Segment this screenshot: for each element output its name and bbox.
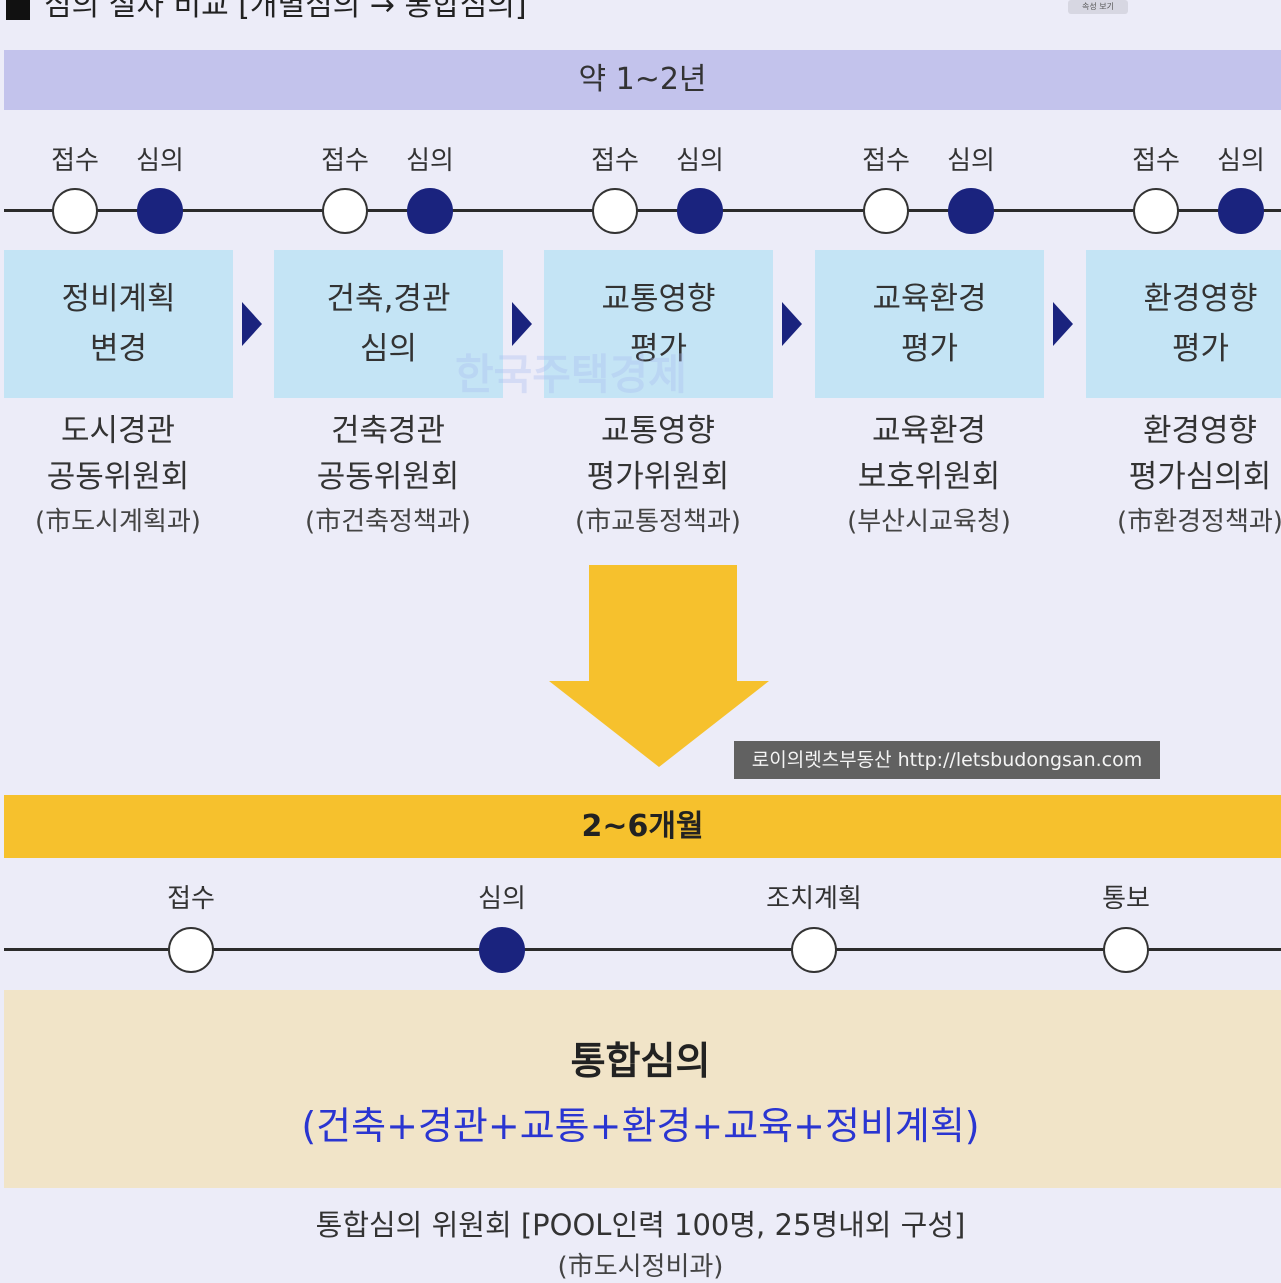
integrated-step-dot — [791, 927, 837, 973]
stage-step-label: 접수 — [591, 146, 639, 176]
credit-label: 로이의렛츠부동산 http://letsbudongsan.com — [734, 741, 1160, 779]
stage-step-label: 심의 — [676, 146, 724, 176]
integrated-step-label: 조치계획 — [766, 884, 862, 914]
committee-line: (市건축정책과) — [305, 507, 471, 537]
review-step-dot — [407, 188, 453, 234]
committee-line: 보호위원회 — [857, 459, 1001, 495]
stage-step-label: 심의 — [947, 146, 995, 176]
next-arrow-icon — [512, 302, 532, 346]
integrated-step-dot — [479, 927, 525, 973]
square-bullet-icon — [6, 0, 30, 20]
committee-line: 환경영향 — [1142, 413, 1258, 449]
receipt-step-dot — [592, 188, 638, 234]
committee-line: 평가심의회 — [1128, 459, 1272, 495]
integrated-title: 통합심의 — [570, 1039, 711, 1083]
stage-name-line: 심의 — [359, 331, 418, 367]
review-step-dot — [1218, 188, 1264, 234]
stage-name-line: 교육환경 — [872, 281, 987, 317]
integrated-step-dot — [168, 927, 214, 973]
integrated-step-dot — [1103, 927, 1149, 973]
next-arrow-icon — [782, 302, 802, 346]
integrated-subtitle: (건축+경관+교통+환경+교육+정비계획) — [301, 1104, 980, 1148]
stage-name-line: 평가 — [900, 331, 959, 367]
committee-line: 교육환경 — [871, 413, 987, 449]
stage-step-label: 접수 — [321, 146, 369, 176]
integrated-department: (市도시정비과) — [557, 1252, 724, 1282]
stage-name-line: 교통영향 — [601, 281, 716, 317]
watermark: 한국주택경제 — [455, 350, 687, 399]
integrated-timeline-line — [4, 948, 1281, 951]
integrated-committee: 통합심의 위원회 [POOL인력 100명, 25명내외 구성] — [315, 1208, 966, 1242]
stage-step-label: 심의 — [406, 146, 454, 176]
integrated-duration-band: 2~6개월 — [4, 795, 1281, 858]
stage-name-line: 평가 — [629, 331, 688, 367]
properties-badge[interactable]: 속성 보기 — [1068, 0, 1128, 14]
committee-line: (市교통정책과) — [575, 507, 741, 537]
committee-line: (市도시계획과) — [35, 507, 201, 537]
next-arrow-icon — [1053, 302, 1073, 346]
stage-name-line: 평가 — [1171, 331, 1230, 367]
down-arrow-icon — [549, 565, 769, 767]
review-step-dot — [137, 188, 183, 234]
committee-line: 평가위원회 — [586, 459, 730, 495]
committee-line: 도시경관 — [60, 413, 176, 449]
review-step-dot — [948, 188, 994, 234]
committee-line: (부산시교육청) — [847, 507, 1011, 537]
receipt-step-dot — [322, 188, 368, 234]
page-title: 심의 절차 비교 [개별심의 → 통합심의] — [0, 0, 700, 26]
integrated-step-label: 접수 — [167, 884, 215, 914]
receipt-step-dot — [863, 188, 909, 234]
integrated-step-label: 심의 — [478, 884, 526, 914]
stage-name-line: 건축,경관 — [326, 281, 451, 317]
committee-line: (市환경정책과) — [1117, 507, 1281, 537]
stage-step-label: 접수 — [862, 146, 910, 176]
next-arrow-icon — [242, 302, 262, 346]
committee-line: 공동위원회 — [316, 459, 460, 495]
stage-step-label: 접수 — [1132, 146, 1180, 176]
stage-step-label: 심의 — [1217, 146, 1265, 176]
committee-line: 교통영향 — [600, 413, 716, 449]
stage-name-line: 환경영향 — [1143, 281, 1258, 317]
review-step-dot — [677, 188, 723, 234]
integrated-result-box — [4, 990, 1281, 1188]
stage-step-label: 심의 — [136, 146, 184, 176]
integrated-step-label: 통보 — [1102, 884, 1150, 914]
individual-duration-band: 약 1~2년 — [4, 50, 1281, 110]
stage-name-line: 정비계획 — [61, 281, 176, 317]
stage-name-line: 변경 — [89, 331, 148, 367]
individual-timeline-line — [4, 209, 1281, 212]
committee-line: 건축경관 — [330, 413, 446, 449]
stage-step-label: 접수 — [51, 146, 99, 176]
committee-line: 공동위원회 — [46, 459, 190, 495]
receipt-step-dot — [1133, 188, 1179, 234]
receipt-step-dot — [52, 188, 98, 234]
